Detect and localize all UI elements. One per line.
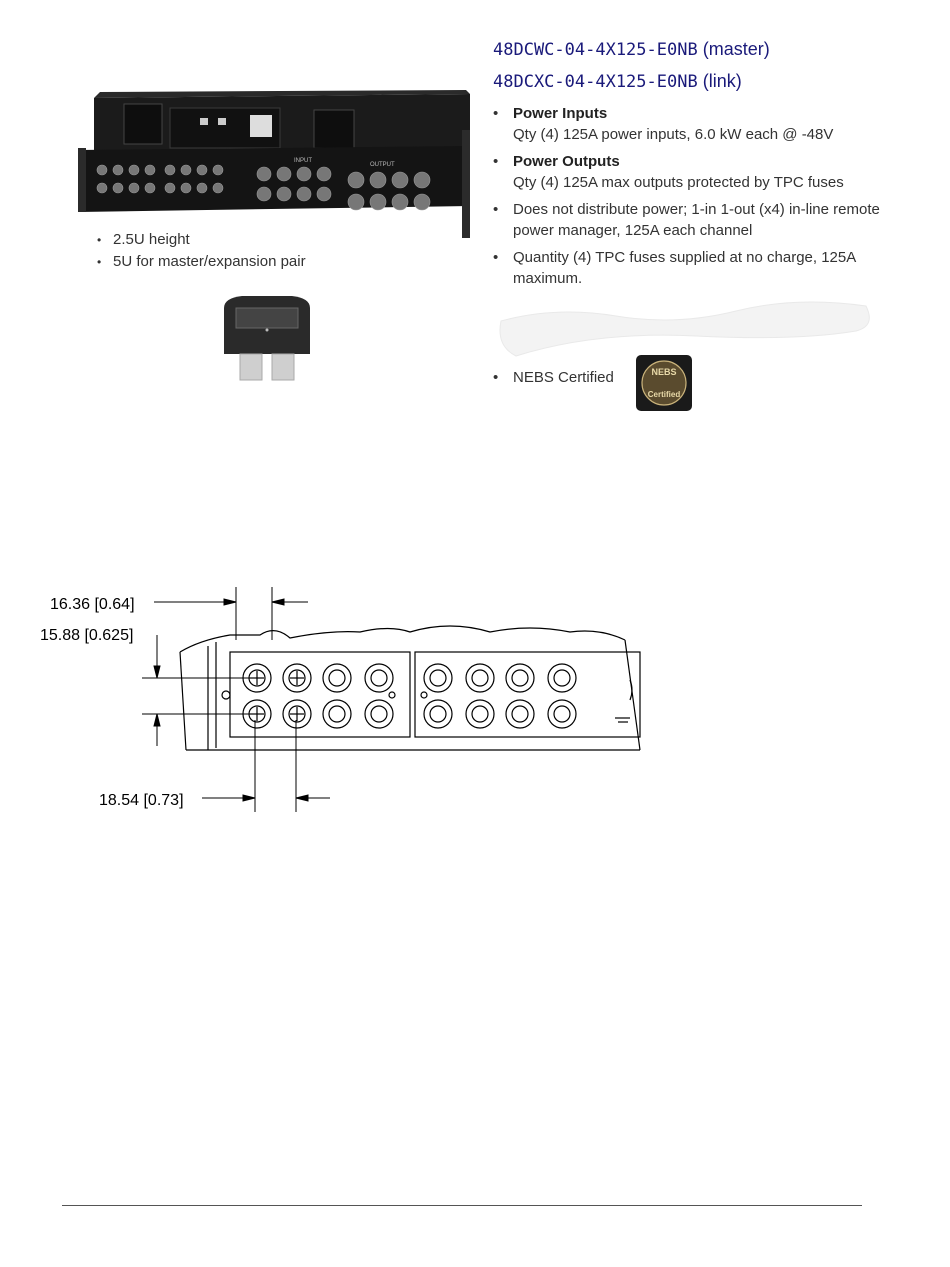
dimension-label-15-88: 15.88 [0.625] [40, 627, 133, 644]
bullet: • [493, 369, 499, 386]
feature-label: Power Outputs [513, 153, 620, 170]
nebs-badge-bottom: Certified [648, 390, 681, 399]
nebs-certified-item: • NEBS Certified [493, 369, 614, 386]
feature-list: • Power Inputs Qty (4) 125A power inputs… [493, 104, 913, 296]
bullet: • [493, 105, 499, 122]
device-input-label: INPUT [294, 158, 312, 164]
bullet: • [97, 233, 102, 247]
link-role: (link) [697, 71, 742, 91]
height-note-text: 2.5U height [113, 231, 190, 248]
scan-smudge [499, 301, 870, 357]
feature-distribution: • Does not distribute power; 1-in 1-out … [493, 200, 913, 241]
feature-text: Does not distribute power; 1-in 1-out (x… [513, 201, 880, 239]
device-output-label: OUTPUT [370, 162, 395, 168]
height-note-text: 5U for master/expansion pair [113, 253, 306, 270]
nebs-badge-top: NEBS [651, 367, 676, 377]
product-titles: 48DCWC-04-4X125-E0NB (master) 48DCXC-04-… [493, 34, 770, 98]
master-role: (master) [697, 39, 770, 59]
bullet: • [493, 249, 499, 266]
feature-text: Qty (4) 125A max outputs protected by TP… [513, 173, 844, 191]
master-model-code: 48DCWC-04-4X125-E0NB [493, 40, 698, 60]
nebs-text: NEBS Certified [513, 369, 614, 386]
feature-fuses: • Quantity (4) TPC fuses supplied at no … [493, 248, 913, 289]
link-model-code: 48DCXC-04-4X125-E0NB [493, 72, 698, 92]
feature-power-outputs: • Power Outputs Qty (4) 125A max outputs… [493, 152, 913, 193]
feature-power-inputs: • Power Inputs Qty (4) 125A power inputs… [493, 104, 913, 145]
feature-text: Quantity (4) TPC fuses supplied at no ch… [513, 249, 856, 287]
dimension-drawing: 16.36 [0.64] 15.88 [0.625] 18.54 [0.73] [40, 587, 641, 812]
dimension-label-18-54: 18.54 [0.73] [99, 792, 184, 809]
bullet: • [493, 201, 499, 218]
nebs-badge-icon: NEBS Certified [636, 355, 692, 411]
bullet: • [97, 255, 102, 269]
height-note: • 5U for master/expansion pair [97, 251, 306, 273]
master-title: 48DCWC-04-4X125-E0NB (master) [493, 34, 770, 66]
height-notes: • 2.5U height • 5U for master/expansion pa… [97, 229, 306, 273]
footer-rule [62, 1205, 862, 1206]
power-manager-photo: INPUT OUTPUT [78, 90, 470, 238]
feature-text: Qty (4) 125A power inputs, 6.0 kW each @… [513, 125, 834, 143]
link-title: 48DCXC-04-4X125-E0NB (link) [493, 66, 770, 98]
dimension-label-16-36: 16.36 [0.64] [50, 596, 135, 613]
feature-label: Power Inputs [513, 105, 608, 122]
bullet: • [493, 153, 499, 170]
height-note: • 2.5U height [97, 229, 306, 251]
tpc-fuse-image [224, 296, 310, 381]
